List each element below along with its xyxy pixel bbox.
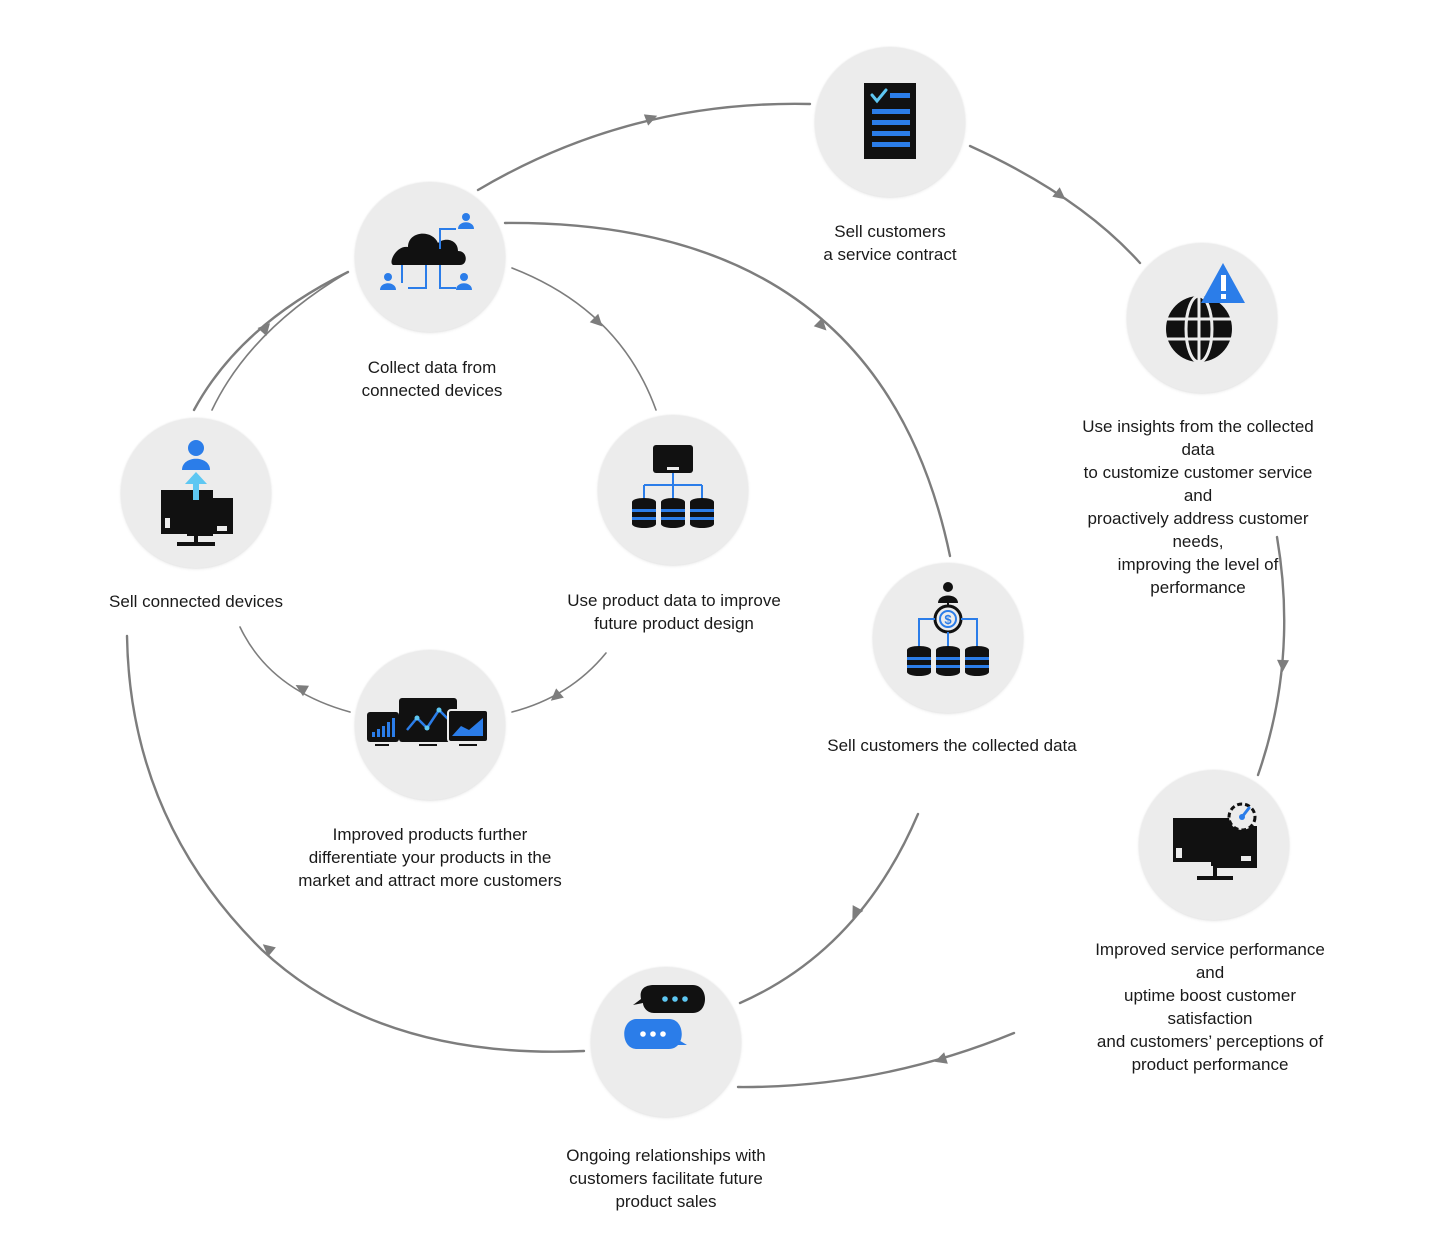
- arrowhead: [1052, 187, 1066, 200]
- arrowhead: [1277, 659, 1289, 672]
- node-sell-data: $: [873, 563, 1023, 713]
- arc-improved-to-devices: [239, 626, 351, 713]
- arc-design-to-improved: [511, 652, 607, 713]
- arrowhead: [257, 323, 271, 337]
- node-service-performance: [1139, 770, 1289, 920]
- arrowhead: [852, 905, 864, 919]
- label-product-design: Use product data to improve future produ…: [567, 591, 781, 633]
- arc-relationships-to-devices: [125, 634, 586, 1053]
- checklist-document-icon: [864, 83, 916, 159]
- label-improved-products: Improved products further differentiate …: [298, 825, 562, 890]
- database-dollar-icon: $: [907, 582, 989, 676]
- arrowhead: [295, 685, 309, 697]
- devices-user-icon: [161, 440, 233, 546]
- svg-text:$: $: [944, 612, 952, 627]
- arc-collect-to-contract: [476, 102, 812, 192]
- arc-collect-to-design: [511, 267, 657, 411]
- node-product-design: [598, 415, 748, 565]
- node-insights: [1127, 243, 1277, 393]
- node-relationships: [591, 967, 741, 1117]
- node-sell-devices: [121, 418, 271, 568]
- globe-alert-icon: [1166, 263, 1245, 364]
- label-sell-data: Sell customers the collected data: [827, 736, 1077, 755]
- label-relationships: Ongoing relationships with customers fac…: [566, 1146, 766, 1211]
- arc-insights-to-performance: [1256, 535, 1286, 777]
- devices-speedometer-icon: [1173, 802, 1257, 880]
- arc-devices-to-collect-outer: [192, 270, 350, 412]
- node-collect-data: [355, 182, 505, 332]
- node-service-contract: [815, 47, 965, 197]
- label-service-contract: Sell customers a service contract: [823, 222, 957, 264]
- label-service-performance: Improved service performance and uptime …: [1095, 940, 1325, 1074]
- arc-collect-to-selldata: [503, 221, 952, 558]
- label-sell-devices: Sell connected devices: [109, 592, 283, 611]
- arc-selldata-to-relationships: [738, 812, 920, 1005]
- arc-contract-to-insights: [968, 144, 1142, 265]
- database-stack: [632, 498, 714, 528]
- arrowhead: [550, 688, 564, 701]
- label-collect-data: Collect data from connected devices: [361, 358, 503, 400]
- device-database-hierarchy-icon: [632, 445, 714, 528]
- arc-devices-to-collect-inner: [211, 271, 349, 411]
- arc-performance-to-relationships: [736, 1031, 1016, 1089]
- arrowhead: [643, 114, 658, 126]
- arrowhead: [934, 1052, 948, 1064]
- arrowhead: [262, 944, 276, 957]
- cloud-network-icon: [380, 213, 474, 290]
- analytics-devices-icon: [367, 698, 489, 746]
- chat-bubbles-icon: [624, 985, 705, 1049]
- node-improved-products: [355, 650, 505, 800]
- label-insights: Use insights from the collected data to …: [1082, 417, 1314, 597]
